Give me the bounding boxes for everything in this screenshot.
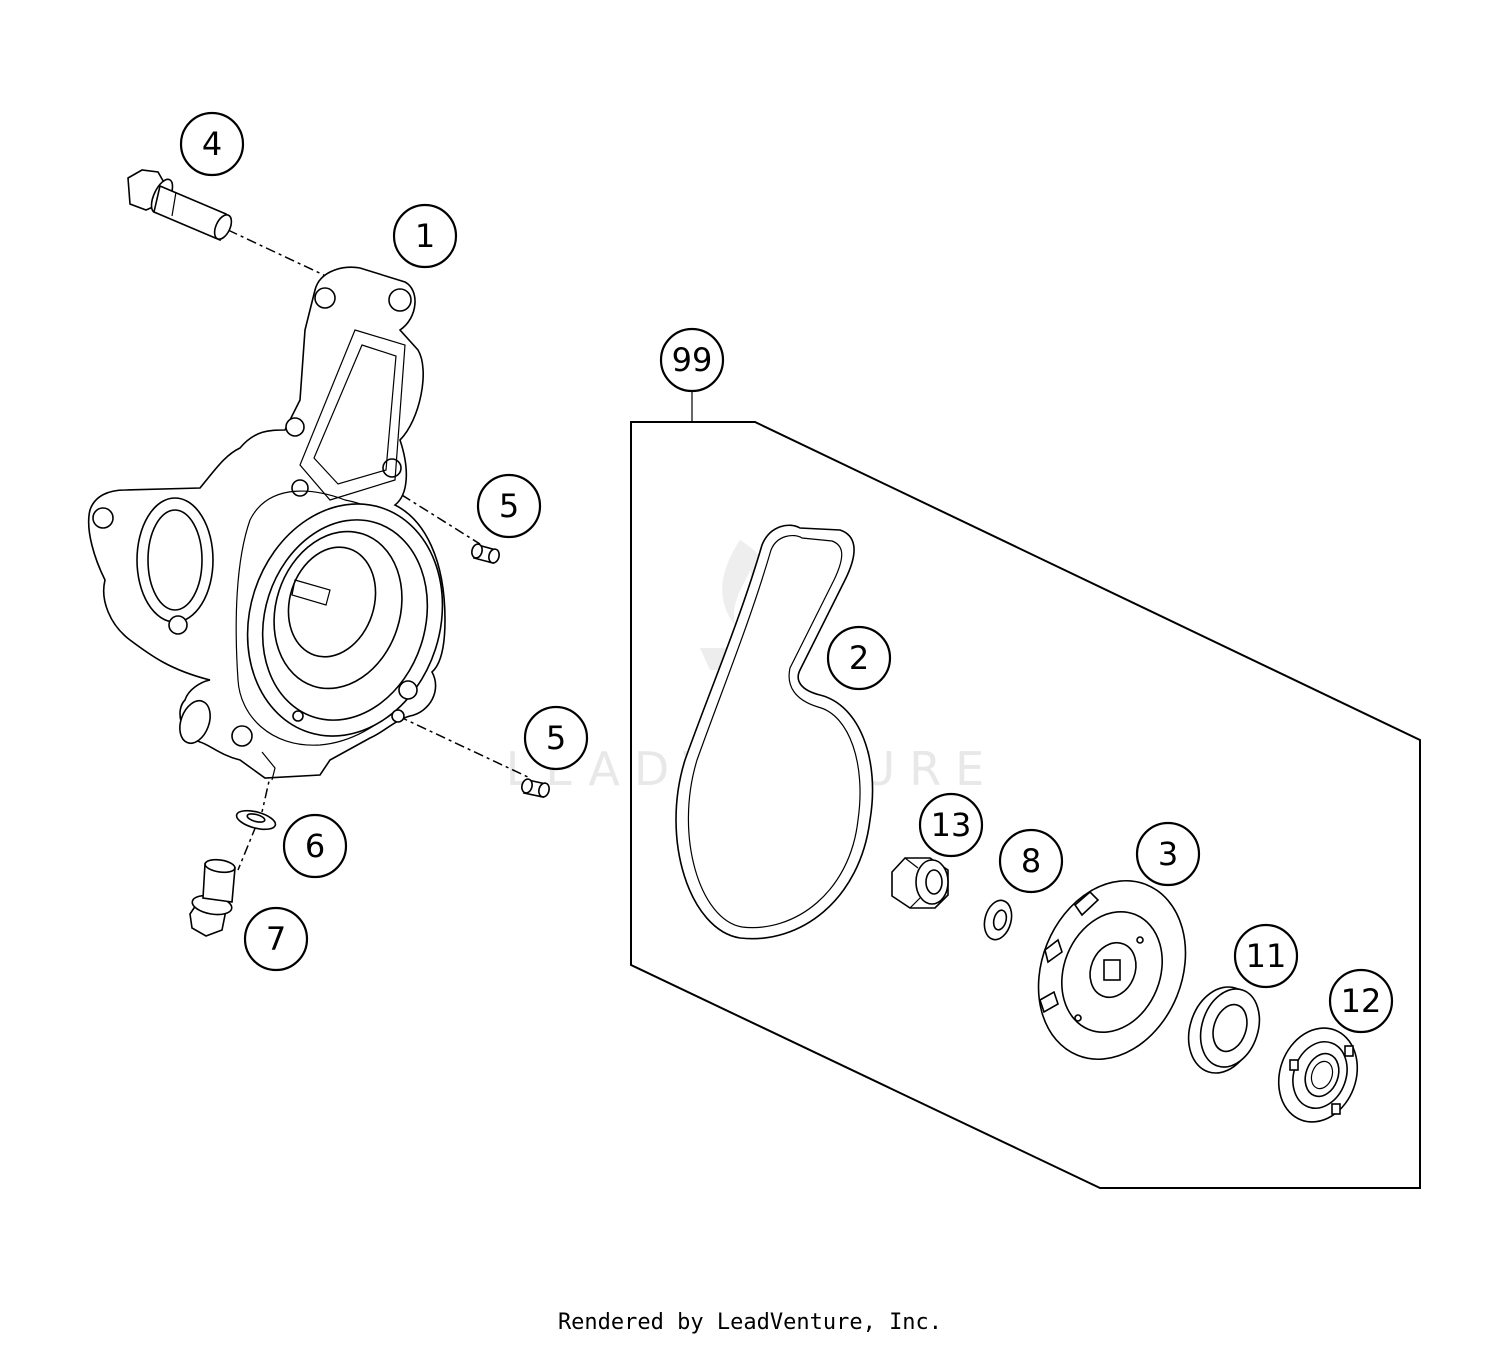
callout-label-5-upper: 5 [499, 487, 519, 525]
bolt-part-4 [127, 169, 233, 242]
callout-5-upper: 5 [476, 473, 542, 539]
callout-1: 1 [392, 203, 458, 269]
callout-label-8: 8 [1021, 842, 1041, 880]
pump-cover-part-1 [87, 266, 446, 781]
callout-2: 2 [826, 625, 892, 691]
callout-3: 3 [1135, 821, 1201, 887]
washer-part-8 [983, 899, 1013, 941]
drain-screw-part-7 [189, 858, 236, 937]
callout-label-11: 11 [1246, 937, 1287, 975]
callout-label-7: 7 [266, 920, 286, 958]
dowel-pin-part-5-lower [521, 778, 550, 798]
mechanical-seal-part-12 [1277, 1027, 1359, 1123]
callout-label-3: 3 [1158, 835, 1178, 873]
callout-7: 7 [243, 906, 309, 972]
gasket-part-2 [675, 524, 874, 940]
impeller-part-3 [1037, 879, 1187, 1061]
washer-part-6 [235, 809, 277, 831]
callout-label-13: 13 [931, 806, 972, 844]
impeller-nut-part-13 [891, 857, 949, 909]
callout-11: 11 [1233, 923, 1299, 989]
callout-label-2: 2 [849, 639, 869, 677]
callout-6: 6 [282, 813, 348, 879]
callout-99: 99 [659, 327, 725, 393]
callout-label-1: 1 [415, 217, 435, 255]
callout-12: 12 [1328, 968, 1394, 1034]
callout-label-6: 6 [305, 827, 325, 865]
shaft-seal-part-11 [1187, 986, 1261, 1074]
callout-label-12: 12 [1341, 982, 1382, 1020]
footer-credit: Rendered by LeadVenture, Inc. [557, 1310, 943, 1335]
callout-13: 13 [918, 792, 984, 858]
callout-4: 4 [179, 111, 245, 177]
dowel-pin-part-5-upper [471, 543, 500, 564]
callout-label-99: 99 [672, 341, 713, 379]
callout-label-5-lower: 5 [546, 719, 566, 757]
kit-frame [630, 421, 1421, 1189]
callout-5-lower: 5 [523, 705, 589, 771]
callout-8: 8 [998, 828, 1064, 894]
callout-label-4: 4 [202, 125, 222, 163]
